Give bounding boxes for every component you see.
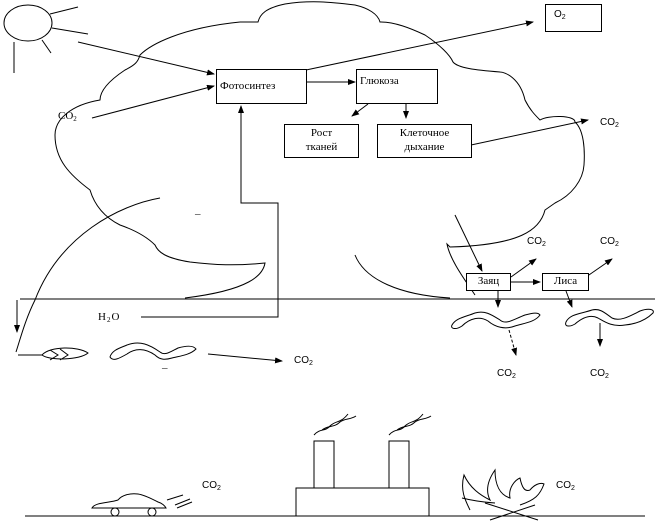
- respiration-label-2: дыхание: [404, 141, 445, 153]
- respiration-label-1: Клеточное: [399, 127, 450, 140]
- tissue-growth-label-2: тканей: [305, 141, 338, 153]
- co2-label-fire: CO2: [556, 480, 575, 492]
- fox-box: Лиса: [542, 273, 589, 291]
- tree-crown-outline: [240, 1, 585, 296]
- sunlight-arrow: [77, 41, 215, 76]
- tissue-growth-box: Рост тканей: [284, 124, 359, 158]
- co2-label-car: CO2: [202, 480, 221, 492]
- glucose-box: Глюкоза: [356, 69, 438, 104]
- hare-label: Заяц: [477, 275, 500, 288]
- hare-feeding-arrow: [454, 214, 483, 272]
- water-label: H2O: [98, 311, 121, 324]
- co2-label-soil: CO2: [294, 355, 313, 367]
- o2-arrow: [305, 20, 534, 71]
- co2-label-fox: CO2: [600, 236, 619, 248]
- hare-box: Заяц: [466, 273, 511, 291]
- photosynthesis-label: Фотосинтез: [220, 79, 276, 92]
- co2-label-intake: CO2: [58, 110, 77, 123]
- co2-label-decomposer-2: CO2: [590, 368, 609, 380]
- tissue-growth-label-1: Рост: [310, 127, 333, 140]
- fire-icon: [461, 468, 545, 521]
- worm-icon-2: [451, 311, 541, 329]
- dash-mark-1: –: [195, 208, 201, 220]
- worm-icon: [109, 342, 197, 360]
- oxygen-label: O2: [554, 9, 566, 21]
- respiration-co2-arrow: [470, 118, 589, 146]
- factory-icon: [295, 413, 432, 517]
- fox-decay-arrow: [565, 290, 573, 308]
- leaf-icon: [41, 347, 89, 361]
- co2-label-hare: CO2: [527, 236, 546, 248]
- photosynthesis-box: Фотосинтез: [216, 69, 307, 104]
- cellular-respiration-box: Клеточное дыхание: [377, 124, 472, 158]
- co2-in-arrow: [91, 84, 215, 119]
- water-uptake-arrow: [141, 105, 279, 318]
- growth-arrow: [351, 103, 369, 117]
- fox-label: Лиса: [553, 275, 578, 288]
- glucose-label: Глюкоза: [360, 75, 399, 87]
- dash-mark-2: –: [162, 362, 168, 374]
- fox-co2-arrow: [585, 258, 613, 278]
- soil-co2-arrow: [207, 353, 283, 364]
- oxygen-box: O2: [545, 4, 602, 32]
- worm-icon-3: [565, 308, 654, 327]
- sun-icon: [3, 4, 89, 73]
- co2-label-decomposer-1: CO2: [497, 368, 516, 380]
- co2-label-respiration: CO2: [600, 117, 619, 129]
- worm-co2-arrow-1: [508, 329, 518, 356]
- car-icon: [91, 493, 193, 517]
- hare-co2-arrow: [510, 258, 537, 278]
